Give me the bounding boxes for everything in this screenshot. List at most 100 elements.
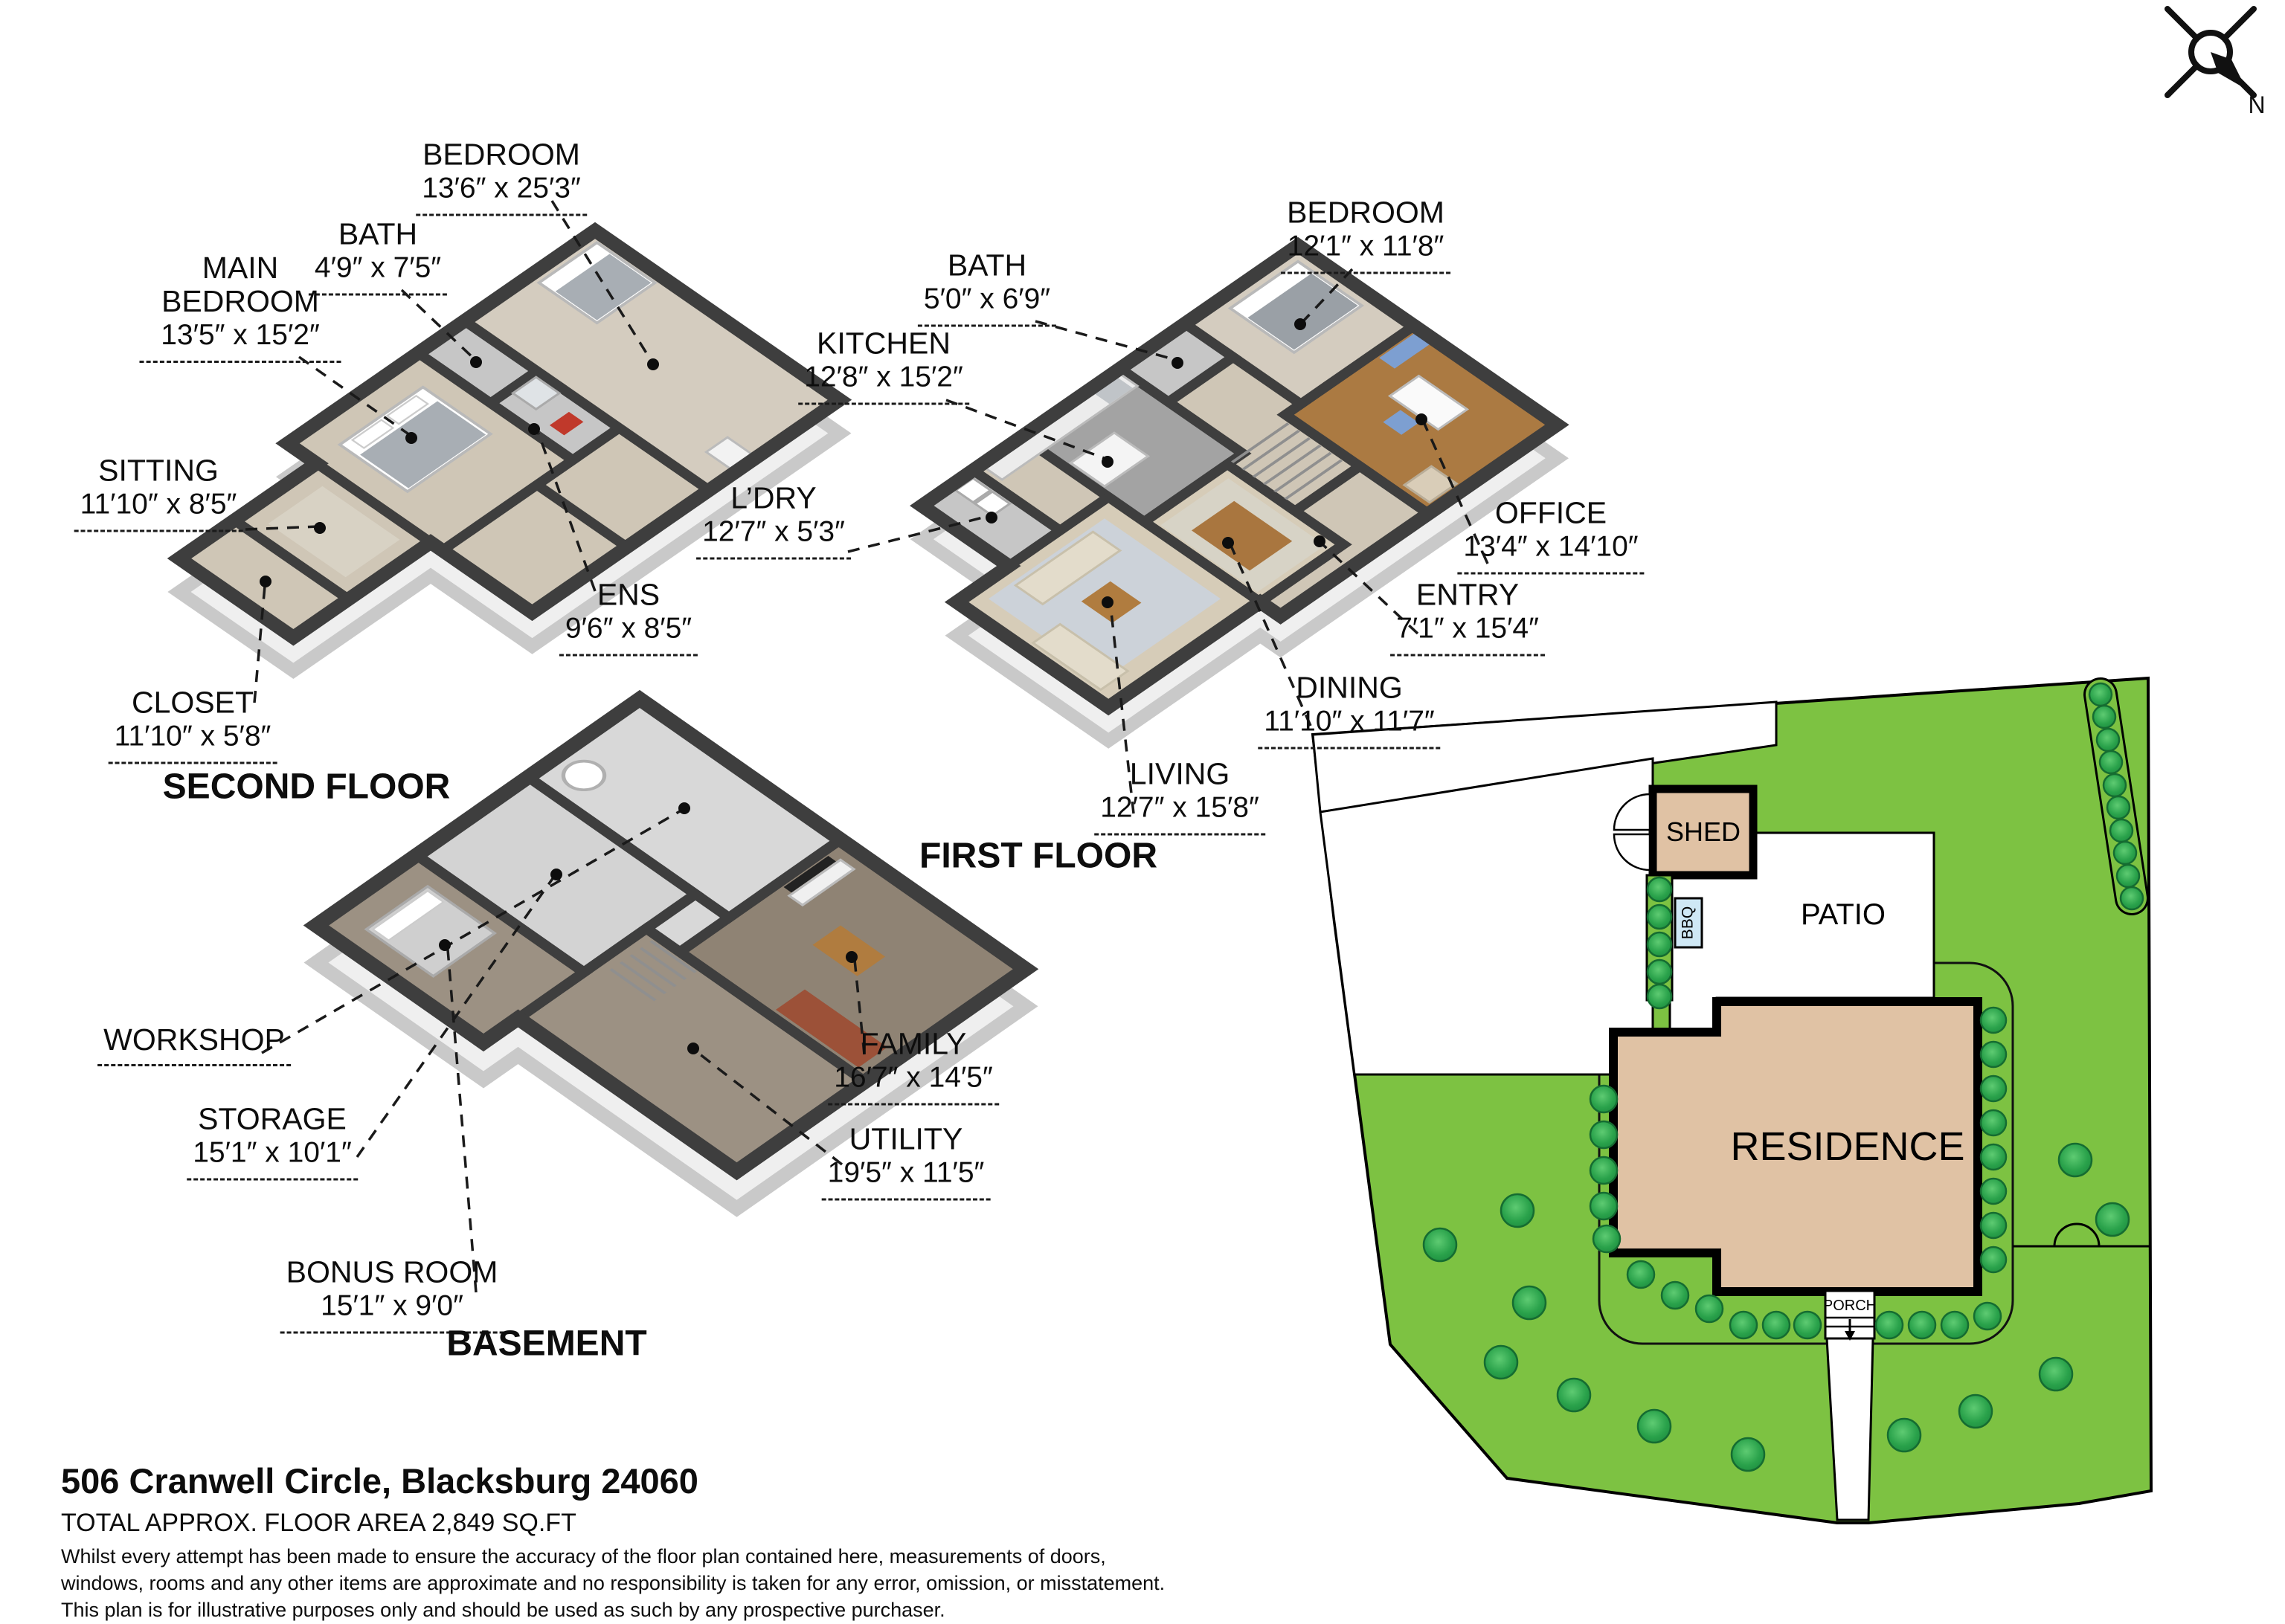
tree-icon [1761,1310,1791,1340]
tree-icon [1979,1006,2008,1034]
tree-icon [1660,1280,1690,1310]
porch-arrow-icon [1845,1331,1855,1341]
sofa [1031,622,1130,692]
road-band [1311,700,1778,813]
bush-icon [2109,818,2134,843]
first-floor-title: FIRST FLOOR [919,836,1157,876]
fridge [1093,377,1133,405]
dining-table [1192,500,1293,571]
hedge-bushes [1646,876,1673,1010]
bush-icon [1646,903,1673,930]
bush-icon [2115,863,2141,889]
floor-area-total: TOTAL APPROX. FLOOR AREA 2,849 SQ.FT [61,1509,576,1537]
tree-icon [1589,1156,1619,1185]
shed-door-icon [1613,793,1651,871]
disclaimer: Whilst every attempt has been made to en… [61,1545,1166,1621]
tree-icon [1589,1084,1619,1114]
bbq-label: BBQ [1680,906,1697,939]
tree-icon [1500,1193,1535,1228]
tree-icon [1483,1344,1519,1380]
residence [1609,997,1982,1296]
tree-icon [2095,1202,2130,1237]
bush-icon [1646,983,1673,1010]
residence-label: RESIDENCE [1730,1124,1964,1169]
tree-icon [1793,1310,1822,1340]
water-heater [561,759,607,792]
tree-icon [1729,1310,1758,1340]
dryer [973,490,1012,518]
tree-icon [1907,1310,1937,1340]
driveway-area [1319,757,1654,1076]
tree-icon [1730,1437,1766,1472]
bush-icon [1646,876,1673,903]
tree-icon [1979,1040,2008,1069]
tree-icon [1422,1227,1458,1263]
shower [510,376,562,411]
gate-icon [2013,1222,2151,1248]
bookcase [1379,333,1430,369]
tree-icon [1592,1224,1622,1254]
compass-icon: N [2165,6,2266,118]
porch-label: PORCH [1823,1298,1877,1314]
basement-title: BASEMENT [446,1324,647,1364]
rug [268,486,400,578]
bush-icon [2106,795,2131,820]
tree-icon [1886,1417,1922,1453]
bbq-box [1674,897,1703,949]
bush-icon [2088,682,2113,707]
tree-icon [2057,1142,2093,1178]
tree-icon [1958,1393,1993,1429]
tree-icon [1979,1074,2008,1103]
tree-icon [1589,1120,1619,1150]
sofa [1013,530,1122,606]
tree-icon [1973,1301,2002,1331]
bush-icon [2098,750,2124,775]
tree-icon [1979,1211,2008,1240]
tree-icon [1940,1310,1970,1340]
yard-trees [1422,1142,2130,1472]
compass-north-label: N [2248,91,2265,118]
bed [364,884,497,978]
address: 506 Cranwell Circle, Blacksburg 24060 [61,1461,698,1501]
shed [1648,784,1758,880]
hedge-row-topright [2083,677,2149,915]
bush-icon [2102,773,2127,798]
bush-icon [1646,931,1673,958]
sofa [776,989,888,1068]
bush-icon [2092,704,2117,729]
tv-stand [787,858,856,907]
footer: 506 Cranwell Circle, Blacksburg 24060 TO… [61,1460,1165,1624]
tree-icon [1979,1109,2008,1137]
tree-icon [1589,1191,1619,1221]
bush-icon [1646,958,1673,985]
residence-trees [1589,1006,2008,1340]
label-anchors [260,318,1427,1054]
tree-icon [1979,1177,2008,1205]
chair [1383,410,1419,435]
tree-icon [1979,1143,2008,1171]
tree-icon [1511,1285,1547,1321]
coffee-table [812,925,885,976]
armchair [1402,465,1459,504]
tv [783,856,836,893]
tree-icon [1636,1408,1672,1444]
tree-icon [1979,1246,2008,1274]
bush-icon [2112,840,2138,866]
